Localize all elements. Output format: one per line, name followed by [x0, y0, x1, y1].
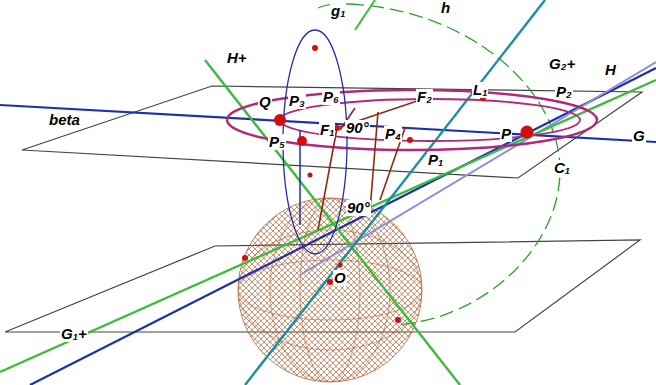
point-label: H	[604, 62, 617, 78]
upper-plane	[22, 86, 642, 178]
point-label: G₂+	[548, 56, 576, 72]
line-g-light	[300, 62, 656, 275]
line-h	[0, 80, 656, 372]
point-label: P₂	[555, 84, 573, 100]
point-label: Q	[258, 94, 272, 110]
line-g2-plus	[245, 0, 545, 385]
point-label: P₆	[322, 89, 340, 105]
ellipse-c1	[227, 90, 597, 150]
point-label: C₁	[553, 160, 571, 176]
point-label: G	[632, 128, 646, 144]
line-h-upper	[355, 0, 375, 30]
point-label: L₁	[472, 82, 488, 98]
point-label: beta	[48, 112, 81, 128]
point-label: O	[333, 270, 347, 286]
point-label: P	[500, 126, 512, 142]
point-label: h	[440, 0, 451, 16]
circle-h	[350, 4, 560, 325]
point-label: P₄	[384, 126, 402, 142]
point-label: P₃	[288, 93, 306, 109]
point-label: 90°	[345, 120, 370, 136]
line-g1-plus	[30, 68, 656, 385]
point-label: F₁	[319, 122, 335, 138]
point-label: G₁+	[60, 326, 88, 342]
construction-lines	[318, 100, 420, 230]
points	[242, 45, 534, 323]
point-label: P₅	[268, 134, 286, 150]
point-label: 90°	[346, 200, 371, 216]
point-label: P₁	[427, 152, 444, 168]
point-label: H+	[226, 50, 248, 66]
circle-g1	[283, 30, 347, 254]
ellipse-inner	[280, 99, 580, 141]
point-label: F₂	[416, 89, 433, 105]
point-label: g₁	[330, 3, 346, 19]
